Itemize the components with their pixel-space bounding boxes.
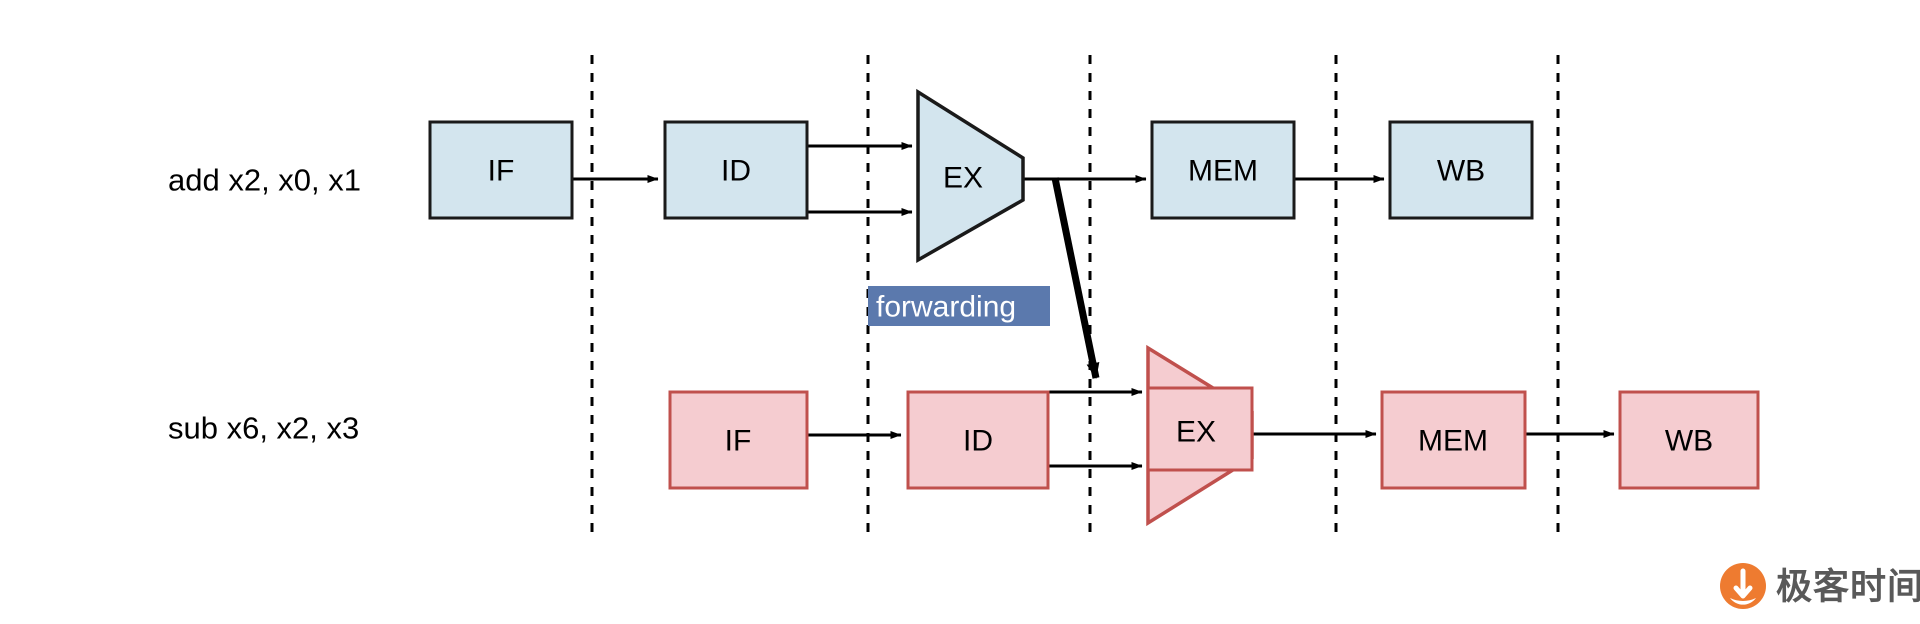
stage-box-mem-sub[interactable]	[1380, 390, 1527, 490]
stage-box-id-add[interactable]	[663, 120, 809, 220]
stage-label-if-sub: IF	[725, 425, 752, 458]
row-sub-connectors	[807, 388, 1615, 470]
instruction-label-add: add x2, x0, x1	[168, 163, 361, 198]
forwarding-label-highlight	[868, 286, 1050, 326]
row-add-stages: IF ID EX MEM WB	[428, 88, 1534, 264]
instruction-label-sub: sub x6, x2, x3	[168, 411, 359, 446]
stage-box-if-add[interactable]	[428, 120, 574, 220]
stage-label-mem-sub: MEM	[1418, 425, 1488, 458]
stage-label-mem-add: MEM	[1188, 155, 1258, 188]
forwarding-arrow	[1051, 177, 1100, 379]
stage-label-id-add: ID	[721, 155, 751, 188]
watermark: 极客时间	[1720, 563, 1920, 609]
stage-label-id-sub: ID	[963, 425, 993, 458]
stage-alu-ex-add[interactable]	[916, 88, 1025, 264]
cycle-dividers	[590, 55, 1560, 540]
stage-label-ex-add: EX	[943, 162, 983, 195]
stage-box-id-sub[interactable]	[906, 390, 1050, 490]
stage-box-if-sub[interactable]	[668, 390, 809, 490]
forwarding-label: forwarding	[868, 286, 1050, 326]
row-add-connectors	[572, 142, 1385, 216]
stage-box-wb-sub[interactable]	[1618, 390, 1760, 490]
watermark-text: 极客时间	[1776, 567, 1920, 608]
stage-label-wb-add: WB	[1437, 155, 1485, 188]
stage-box-wb-add[interactable]	[1388, 120, 1534, 220]
forwarding-arrow-line	[1051, 177, 1100, 379]
stage-box-mem-add[interactable]	[1150, 120, 1296, 220]
stage-label-ex-sub: EX	[1176, 416, 1216, 449]
stage-label-if-add: IF	[488, 155, 515, 188]
stage-label-wb-sub: WB	[1665, 425, 1713, 458]
forwarding-label-text: forwarding	[876, 291, 1016, 324]
row-sub-stages: IF ID EX MEM WB	[668, 344, 1760, 527]
geekbang-circle-logo-icon	[1720, 563, 1766, 609]
stage-box-ex-sub[interactable]	[1146, 386, 1254, 472]
